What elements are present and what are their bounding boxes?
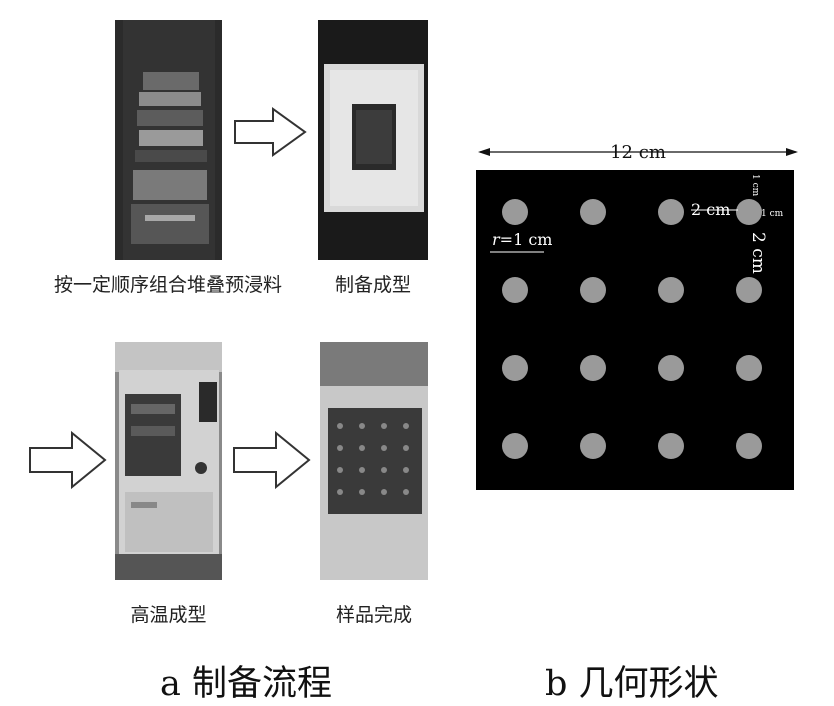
vertical-spacing-label: 2 cm <box>748 232 768 274</box>
top-edge-label: 1 cm <box>750 174 760 197</box>
hole <box>580 277 606 303</box>
hole <box>736 277 762 303</box>
left-arrowhead-icon <box>478 148 490 156</box>
arrow-right-icon <box>234 107 307 157</box>
hole <box>736 433 762 459</box>
panel-a-caption: a 制备流程 <box>160 664 332 704</box>
hole <box>502 277 528 303</box>
hole-grid <box>502 199 762 459</box>
hole <box>580 355 606 381</box>
hole <box>502 355 528 381</box>
step-label: 按一定顺序组合堆叠预浸料 <box>53 274 282 296</box>
formed-laminate-photo <box>318 20 428 260</box>
stacked-prepreg-photo <box>115 20 222 260</box>
hole <box>736 355 762 381</box>
step-label: 高温成型 <box>130 604 207 626</box>
right-edge-label: 1 cm <box>761 209 784 219</box>
width-label: 12 cm <box>610 142 666 163</box>
hole <box>658 433 684 459</box>
hole <box>658 277 684 303</box>
hole <box>580 199 606 225</box>
arrow-right-icon <box>233 430 311 490</box>
panel-b-caption: b 几何形状 <box>545 664 719 704</box>
hole <box>502 433 528 459</box>
radius-value: =1 cm <box>500 230 553 249</box>
radius-variable: r <box>492 230 501 249</box>
hot-press-machine-photo <box>115 342 222 580</box>
hole <box>658 355 684 381</box>
radius-label: r=1 cm <box>492 230 552 249</box>
step-label: 样品完成 <box>335 604 412 626</box>
geometry-diagram: 12 cm 2 cm 1 cm 1 cm 2 cm r=1 cm <box>476 142 798 490</box>
right-arrowhead-icon <box>786 148 798 156</box>
hole <box>658 199 684 225</box>
finished-sample-photo <box>320 342 428 580</box>
step-label: 制备成型 <box>334 274 411 296</box>
hole <box>502 199 528 225</box>
hole <box>580 433 606 459</box>
hole <box>736 199 762 225</box>
arrow-right-icon <box>29 430 107 490</box>
